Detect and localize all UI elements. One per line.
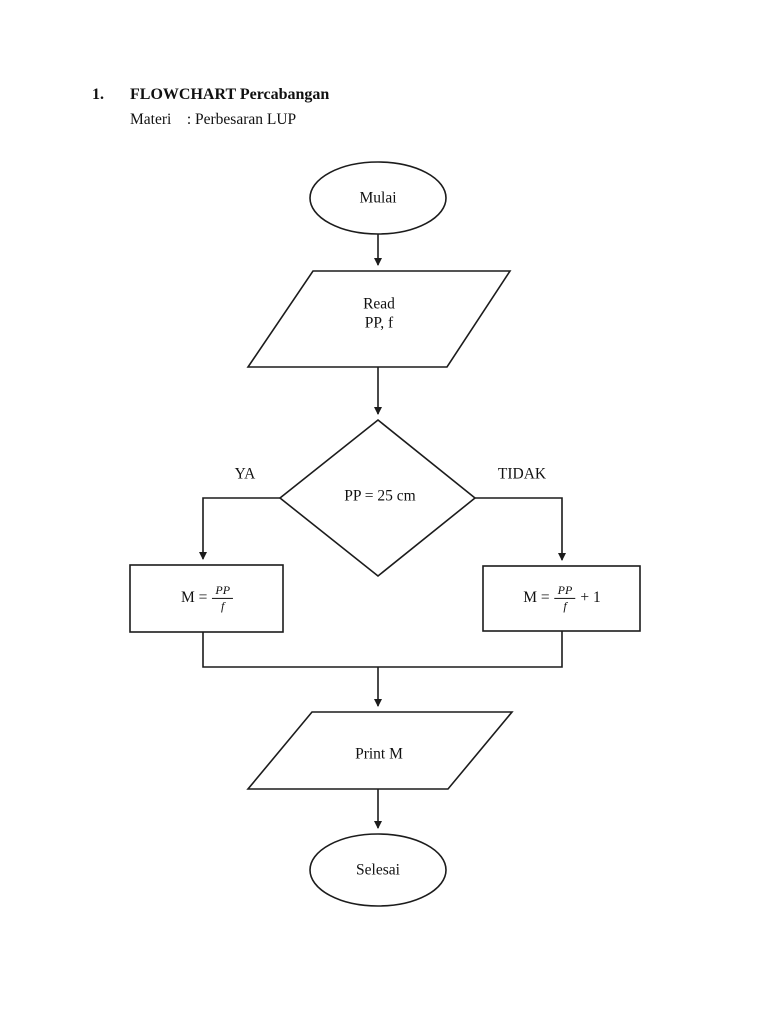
process-yes-label: M = PP f [180, 584, 234, 613]
formula-yes-prefix: M = [180, 589, 208, 607]
formula-yes-denominator: f [221, 598, 225, 613]
connector-no-branch [475, 497, 566, 561]
formula-no-denominator: f [563, 598, 567, 613]
formula-no-fraction: PP f [554, 584, 576, 613]
read-node-line1: Read [363, 295, 395, 313]
formula-no: M = PP f + 1 [523, 584, 600, 612]
process-no-label: M = PP f + 1 [523, 584, 600, 612]
formula-no-suffix: + 1 [580, 589, 601, 607]
end-node-label: Selesai [356, 861, 400, 879]
connector-merge [202, 631, 563, 668]
process-yes-shape [129, 564, 284, 633]
page-subtitle: Materi : Perbesaran LUP [130, 111, 297, 128]
formula-yes-numerator: PP [212, 584, 234, 599]
read-node-label: Read PP, f [363, 295, 395, 334]
formula-yes: M = PP f [180, 584, 234, 613]
print-io-shape [246, 711, 514, 790]
end-terminator-shape [309, 833, 447, 907]
decision-node-label: PP = 25 cm [344, 487, 416, 505]
read-node-line2: PP, f [364, 315, 394, 332]
start-node-label: Mulai [359, 189, 397, 207]
formula-no-prefix: M = [523, 589, 550, 607]
connector-yes-branch [199, 497, 280, 560]
page-title: FLOWCHART Percabangan [130, 86, 330, 103]
print-node-label: Print M [355, 745, 403, 763]
branch-label-no: TIDAK [497, 465, 547, 483]
decision-diamond-shape [278, 418, 477, 578]
branch-label-yes: YA [234, 465, 256, 483]
formula-yes-fraction: PP f [212, 584, 234, 613]
formula-no-numerator: PP [554, 584, 576, 599]
read-io-shape [246, 270, 512, 368]
heading-number: 1. [92, 86, 104, 103]
